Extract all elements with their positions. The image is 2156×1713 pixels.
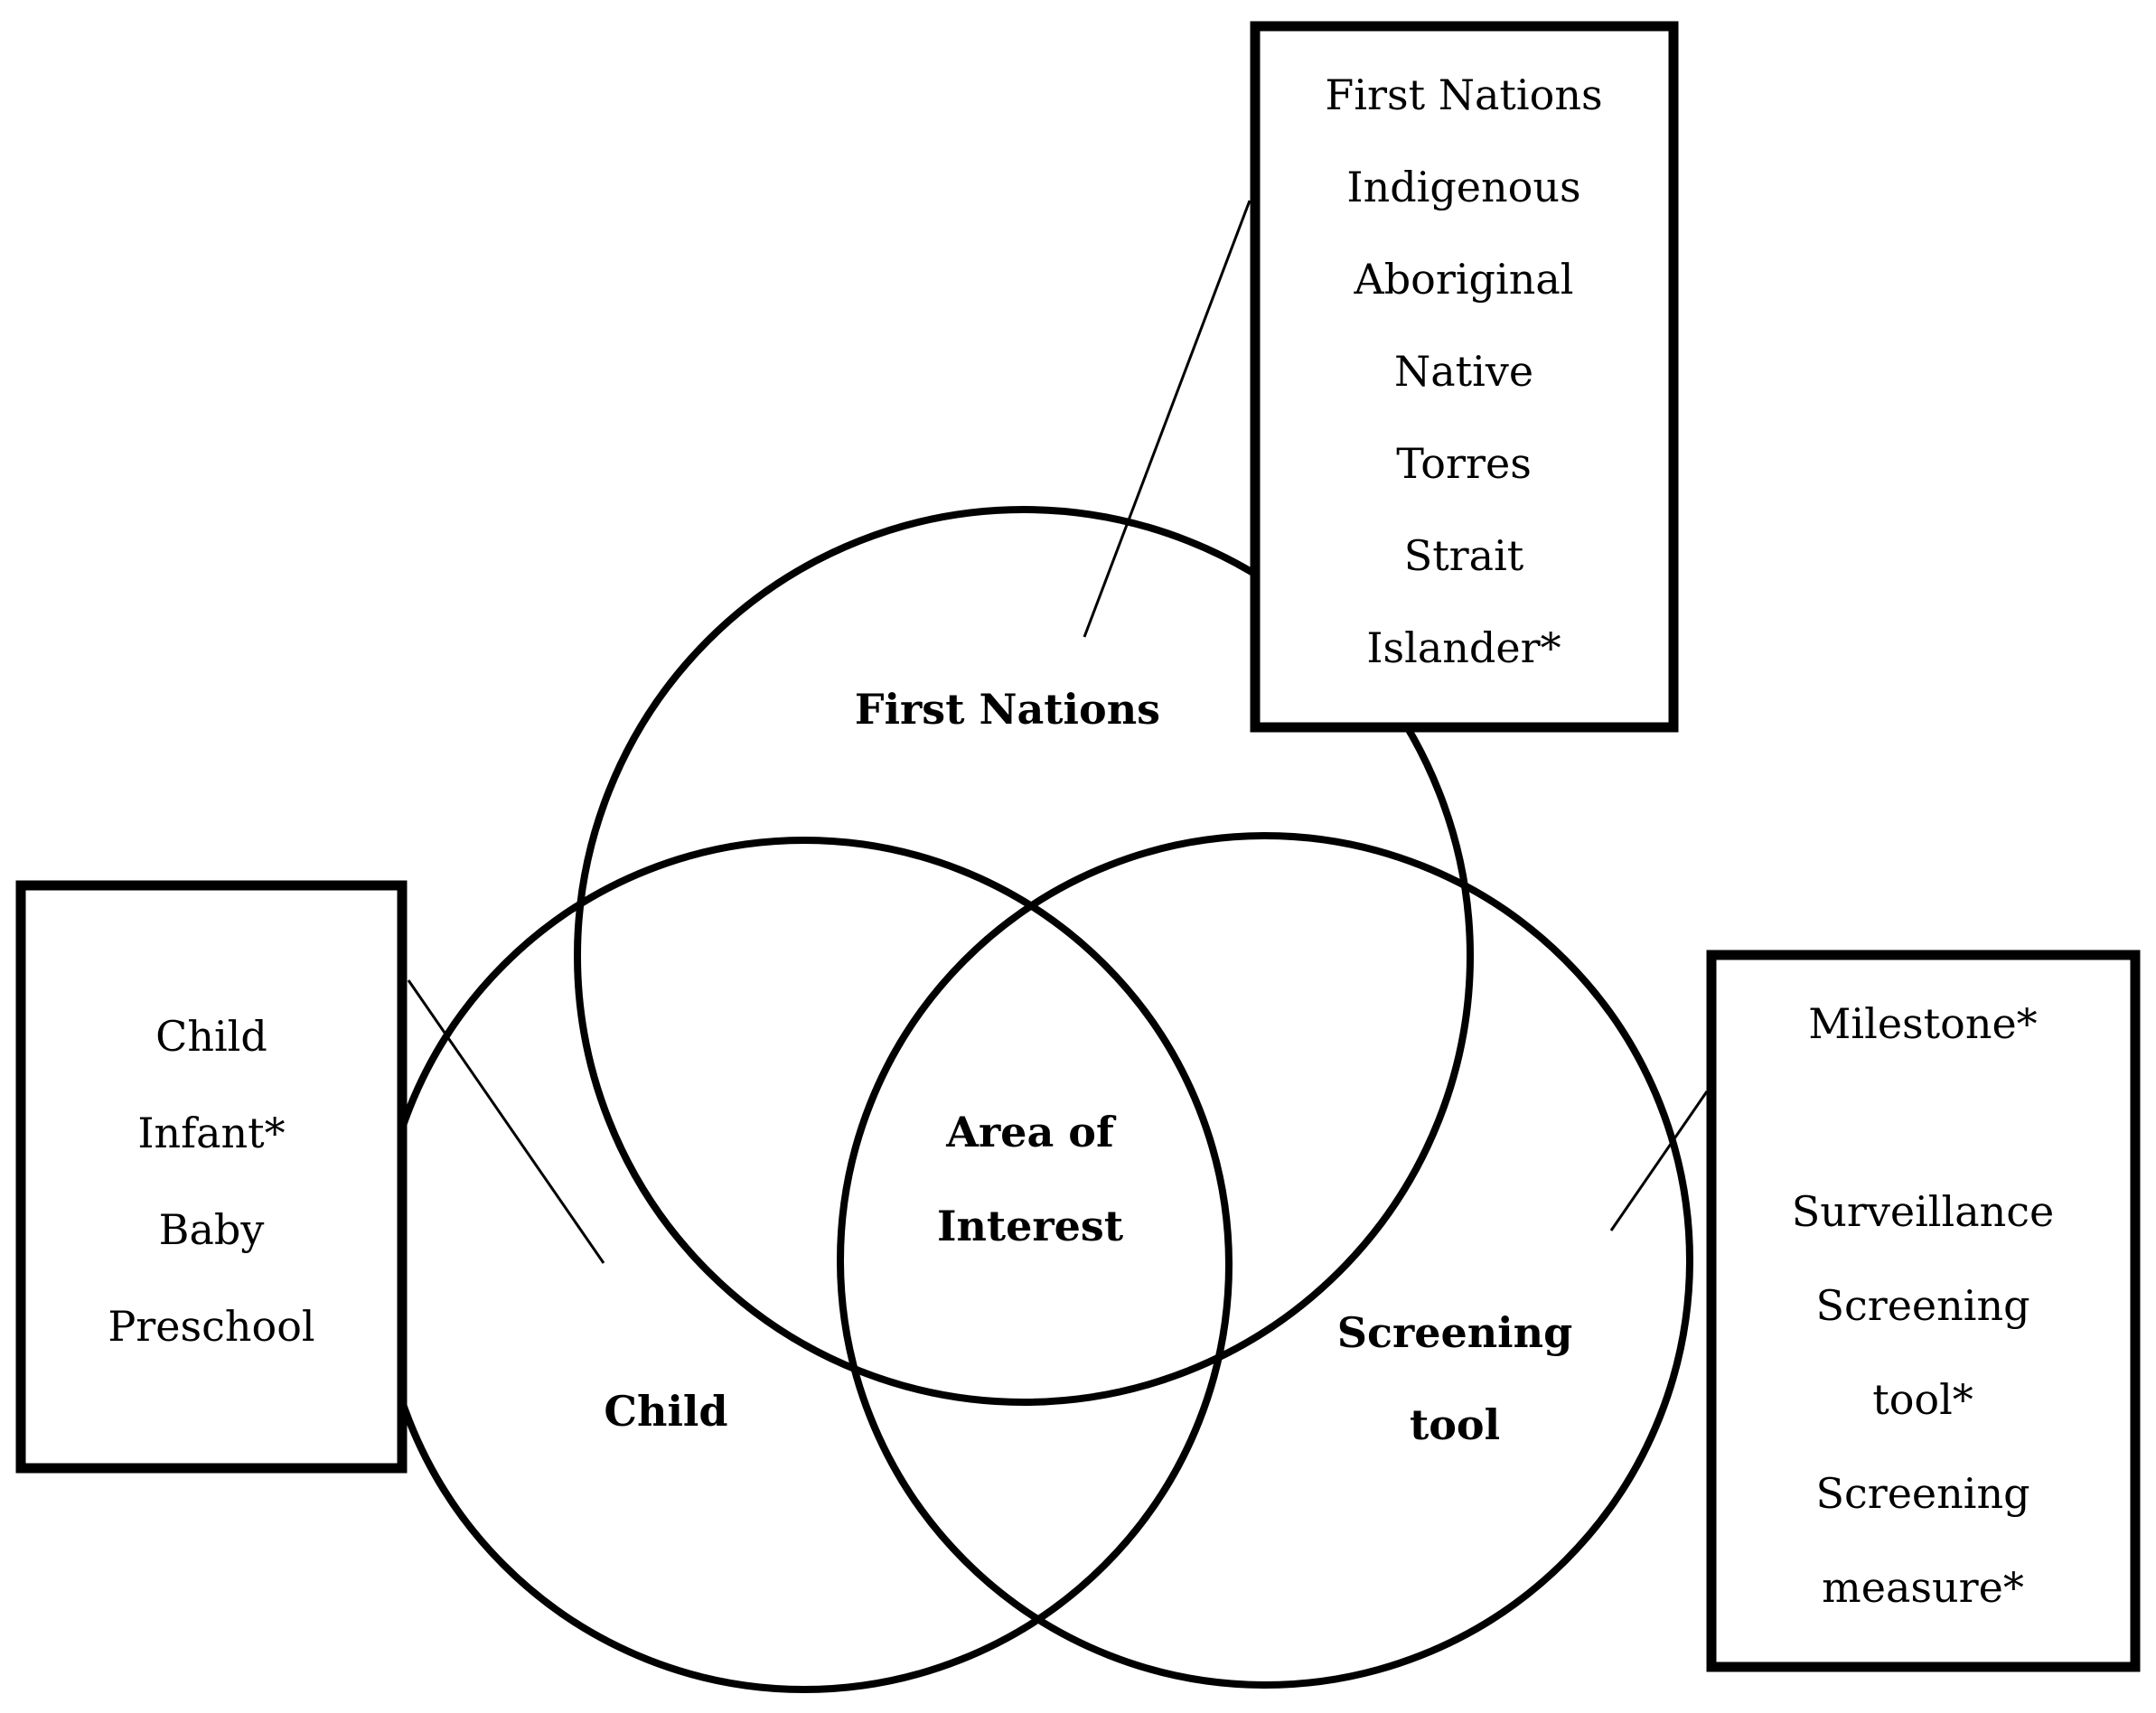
term-line: Aboriginal <box>1354 255 1574 304</box>
term-line: Torres <box>1396 439 1532 488</box>
first-nations-circle-label: First Nations <box>855 685 1160 734</box>
screening-tool-terms-box-border <box>1706 950 2141 1672</box>
term-line: measure* <box>1822 1563 2024 1612</box>
term-line: Indigenous <box>1346 163 1580 211</box>
term-line: Islander* <box>1366 623 1561 672</box>
term-line: Screening <box>1815 1281 2029 1330</box>
screening-tool-circle <box>837 832 1693 1689</box>
screening-tool-circle-label-line2: tool <box>1410 1400 1500 1449</box>
child-circle-label: Child <box>604 1387 727 1436</box>
term-line: Infant* <box>137 1109 285 1157</box>
first-nations-circle <box>574 506 1474 1406</box>
term-line: First Nations <box>1325 70 1602 119</box>
area-of-interest-label-line2: Interest <box>937 1202 1124 1250</box>
term-line: Strait <box>1404 531 1524 580</box>
term-line: Screening <box>1815 1469 2029 1518</box>
child-connector-line <box>407 979 605 1264</box>
screening-tool-terms-box: Milestone* Surveillance Screening tool* … <box>1706 950 2141 1672</box>
term-line: Child <box>155 1012 267 1061</box>
first-nations-terms-box-border <box>1250 21 1679 733</box>
screening-tool-connector-line <box>1609 1091 1709 1231</box>
term-line: Surveillance <box>1792 1187 2055 1236</box>
child-terms-box-border <box>15 880 408 1474</box>
area-of-interest-label-line1: Area of <box>945 1108 1117 1156</box>
child-circle <box>376 837 1233 1693</box>
term-line: Preschool <box>108 1302 314 1351</box>
first-nations-terms-box: First Nations Indigenous Aboriginal Nati… <box>1250 21 1679 733</box>
term-line: Native <box>1394 347 1533 396</box>
term-line: Baby <box>159 1205 265 1254</box>
screening-tool-circle-label-line1: Screening <box>1337 1308 1573 1357</box>
term-line: tool* <box>1872 1375 1973 1424</box>
term-line: Milestone* <box>1808 999 2037 1048</box>
child-terms-box: Child Infant* Baby Preschool <box>15 880 408 1474</box>
first-nations-connector-line <box>1083 200 1251 638</box>
